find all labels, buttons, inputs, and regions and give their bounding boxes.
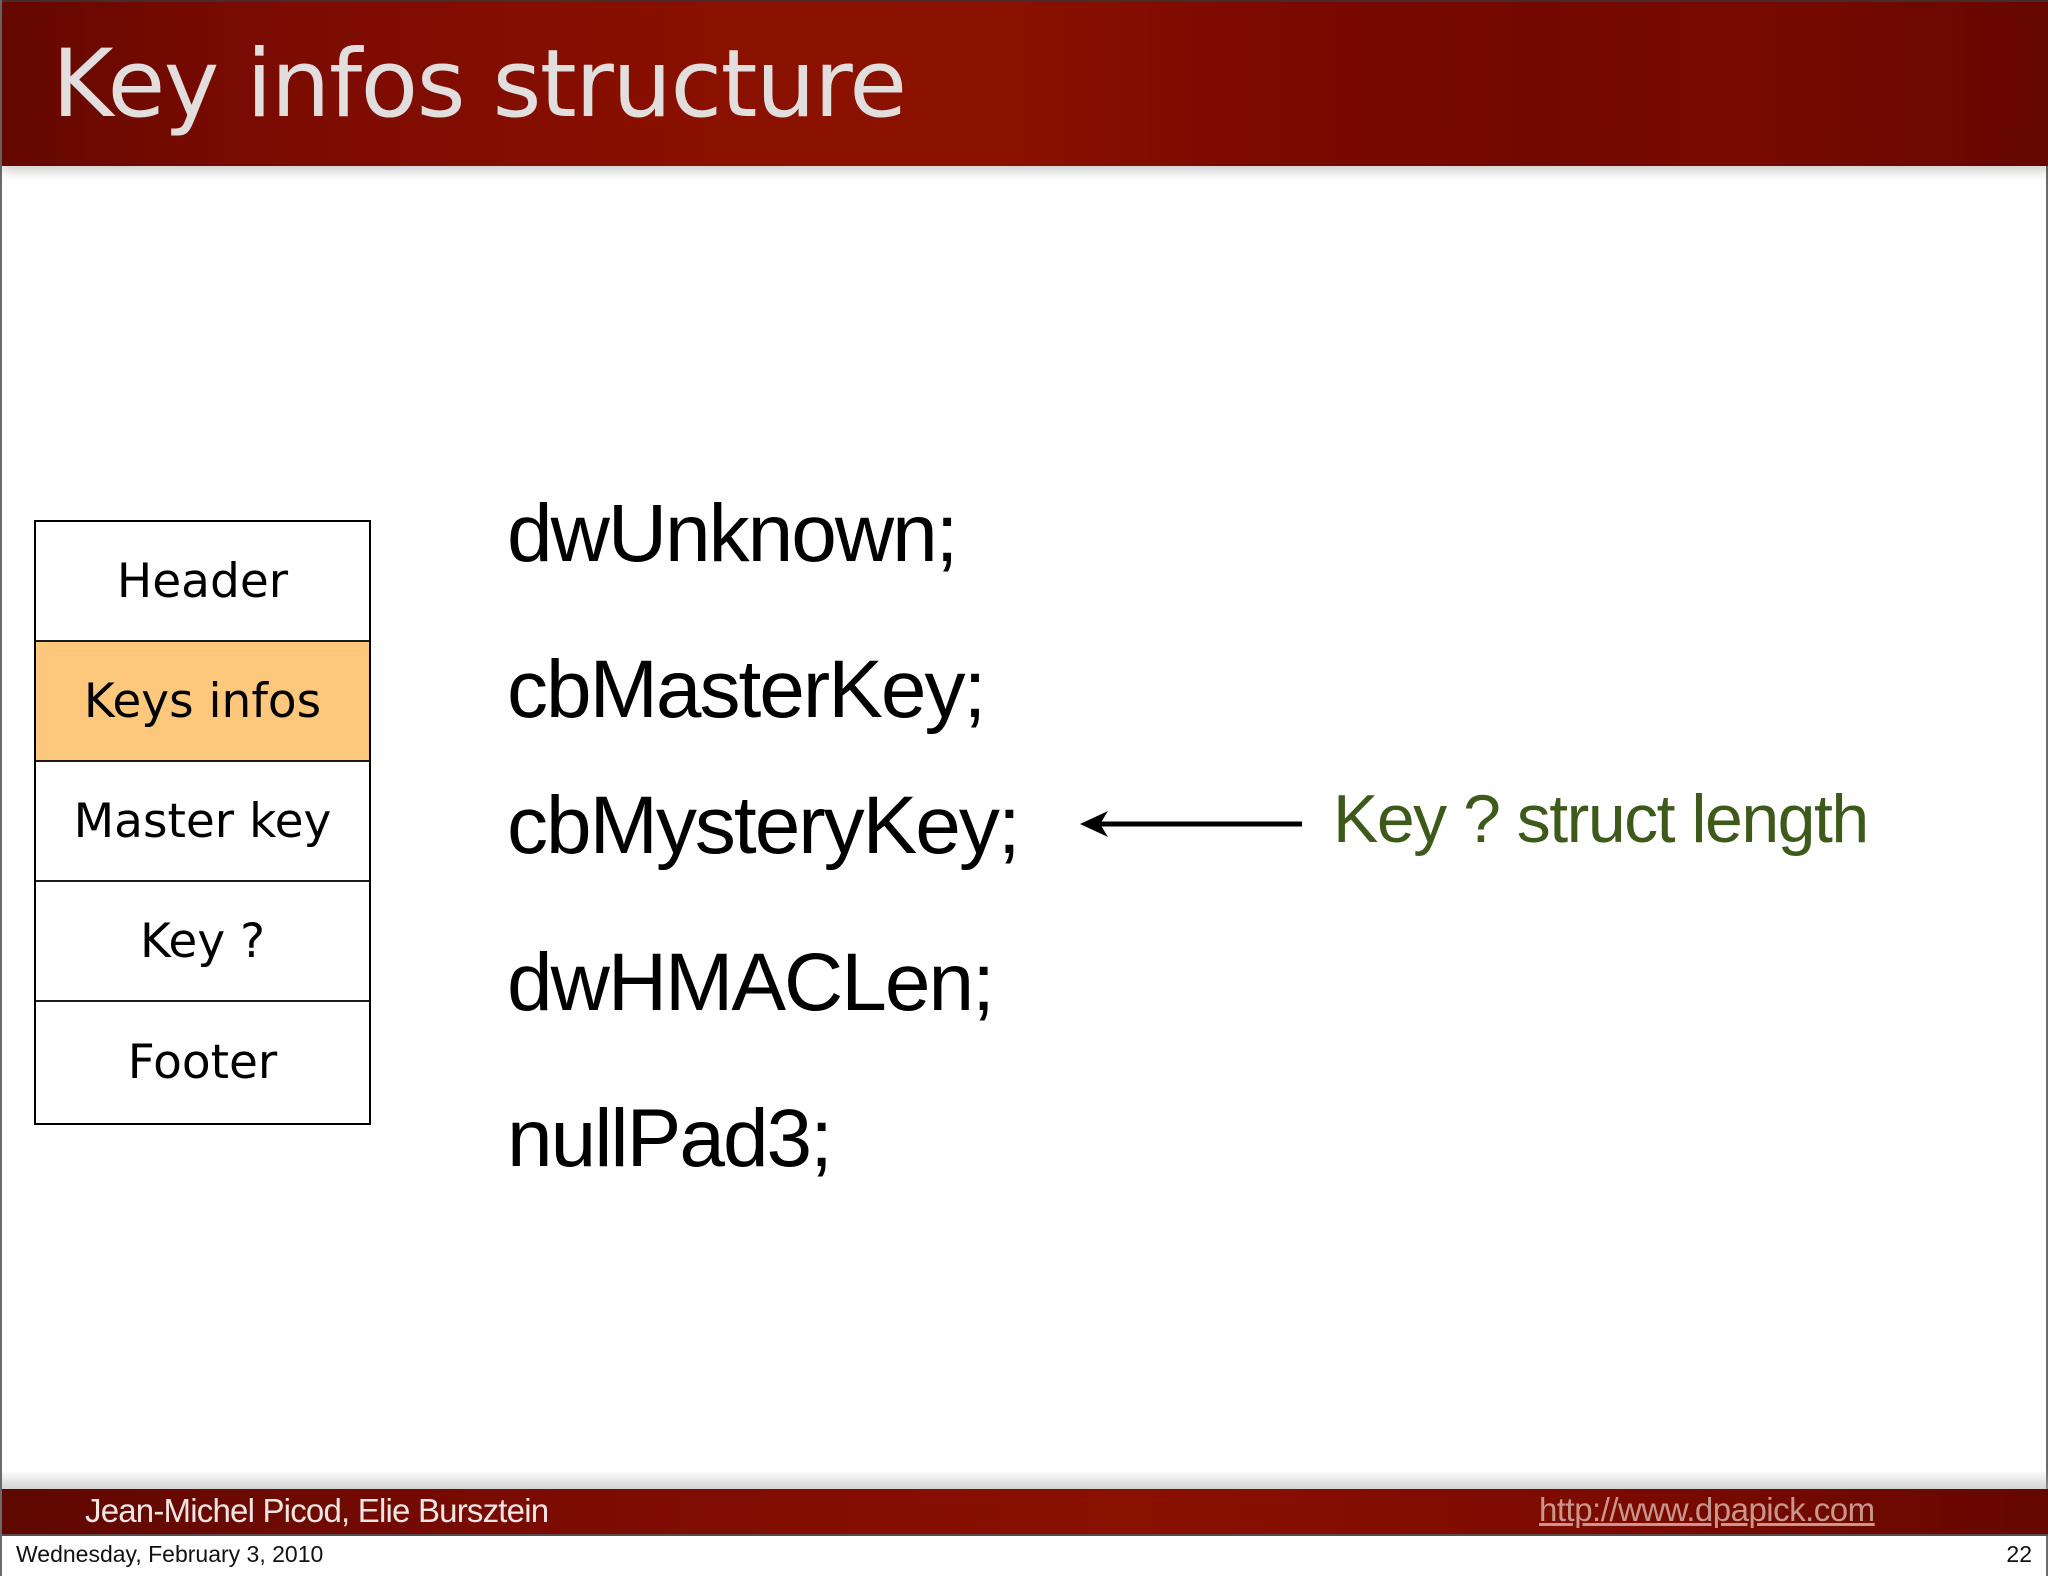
slide-date: Wednesday, February 3, 2010	[16, 1541, 324, 1567]
struct-row-label: Key ?	[139, 913, 266, 969]
struct-row-keys-infos: Keys infos	[36, 642, 369, 762]
field-dwunknown: dwUnknown;	[507, 488, 958, 579]
footer-shadow	[2, 1470, 2048, 1490]
struct-row-label: Header	[116, 553, 289, 609]
slide-title: Key infos structure	[52, 30, 907, 139]
struct-row-label: Keys infos	[83, 673, 322, 729]
left-arrow-icon	[1080, 811, 1302, 837]
field-dwhmaclen: dwHMACLen;	[507, 937, 995, 1028]
field-nullpad3: nullPad3;	[507, 1093, 833, 1184]
field-cbmysterykey: cbMysteryKey;	[507, 780, 1021, 871]
struct-row-footer: Footer	[36, 1002, 369, 1123]
page-number: 22	[2006, 1541, 2032, 1567]
structure-diagram: Header Keys infos Master key Key ? Foote…	[34, 520, 371, 1125]
field-cbmasterkey: cbMasterKey;	[507, 644, 986, 735]
title-bar: Key infos structure	[2, 0, 2048, 166]
struct-row-master-key: Master key	[36, 762, 369, 882]
footer-website-link[interactable]: http://www.dpapick.com	[1539, 1491, 1875, 1528]
annotation-text: Key ? struct length	[1333, 781, 1869, 857]
footer-authors: Jean-Michel Picod, Elie Bursztein	[85, 1492, 549, 1529]
struct-row-label: Master key	[73, 793, 332, 849]
struct-row-key-unknown: Key ?	[36, 882, 369, 1002]
struct-row-header: Header	[36, 522, 369, 642]
footer-bar	[2, 1489, 2048, 1536]
struct-row-label: Footer	[127, 1035, 278, 1090]
